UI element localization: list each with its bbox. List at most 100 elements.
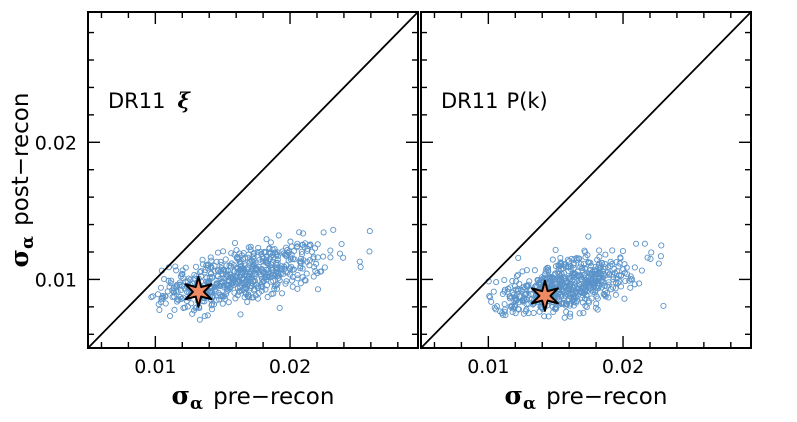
y-axis-label: σαpost−recon	[5, 93, 38, 268]
scatter-point	[258, 283, 265, 290]
scatter-point	[238, 269, 245, 276]
scatter-point	[546, 275, 554, 282]
scatter-point	[286, 248, 293, 255]
scatter-point	[168, 277, 175, 284]
scatter-point	[612, 291, 619, 298]
scatter-point	[300, 257, 307, 264]
scatter-point	[585, 233, 592, 240]
scatter-point	[523, 267, 530, 274]
scatter-point	[570, 261, 577, 269]
scatter-point	[574, 285, 581, 292]
scatter-point	[310, 255, 317, 262]
scatter-point	[310, 273, 317, 280]
scatter-point	[636, 280, 643, 287]
scatter-point	[600, 274, 607, 281]
scatter-point	[541, 313, 548, 320]
scatter-point	[528, 295, 536, 302]
scatter-point	[311, 245, 319, 252]
identity-line-pk	[421, 12, 751, 348]
scatter-point	[180, 275, 187, 282]
scatter-point	[159, 292, 166, 300]
scatter-point	[251, 271, 258, 278]
scatter-point	[207, 270, 215, 277]
scatter-point	[238, 252, 246, 259]
scatter-point	[600, 271, 607, 278]
scatter-point	[366, 228, 373, 235]
scatter-point	[647, 255, 654, 262]
scatter-point	[262, 249, 269, 256]
scatter-point	[516, 293, 523, 300]
scatter-point	[501, 308, 508, 315]
scatter-point	[263, 276, 270, 283]
scatter-point	[573, 289, 580, 296]
y-tick-label-0.01: 0.01	[35, 269, 77, 291]
scatter-point	[629, 276, 636, 283]
scatter-point	[610, 274, 617, 281]
scatter-point	[219, 300, 226, 307]
scatter-point	[196, 316, 203, 323]
scatter-point	[236, 258, 243, 265]
scatter-point	[214, 266, 221, 273]
scatter-point	[509, 308, 516, 316]
scatter-point	[255, 244, 262, 251]
scatter-point	[515, 254, 522, 262]
scatter-point	[601, 282, 608, 289]
scatter-point	[531, 267, 538, 274]
scatter-point	[490, 288, 497, 295]
scatter-point	[587, 262, 594, 269]
scatter-point	[552, 271, 559, 278]
scatter-point	[573, 297, 581, 304]
scatter-point	[176, 281, 183, 289]
scatter-point	[605, 281, 612, 288]
scatter-point	[263, 266, 270, 273]
scatter-point	[604, 283, 611, 290]
scatter-point	[621, 261, 628, 268]
scatter-point	[562, 301, 570, 308]
scatter-point	[217, 291, 224, 298]
scatter-point	[263, 282, 270, 289]
scatter-point	[617, 283, 625, 290]
scatter-point	[552, 305, 559, 313]
scatter-point	[570, 260, 577, 267]
scatter-point	[593, 293, 600, 300]
scatter-point	[576, 310, 583, 317]
scatter-point	[582, 302, 589, 309]
scatter-point	[207, 254, 214, 261]
scatter-point	[221, 266, 228, 273]
x-tick-label-left-0.02: 0.02	[269, 356, 311, 378]
scatter-point	[561, 314, 568, 321]
scatter-point	[304, 258, 311, 265]
scatter-point	[582, 266, 589, 273]
scatter-point	[612, 285, 619, 292]
scatter-point	[157, 284, 164, 291]
highlight-marker-xi	[184, 275, 213, 308]
scatter-point	[169, 287, 176, 294]
scatter-point	[641, 240, 648, 247]
scatter-point	[501, 301, 508, 308]
scatter-point	[287, 271, 294, 278]
scatter-point	[572, 280, 579, 287]
scatter-point	[320, 253, 327, 260]
scatter-point	[172, 263, 179, 270]
scatter-point	[593, 300, 600, 307]
scatter-point	[609, 284, 616, 291]
x-tick-label-right-0.02: 0.02	[602, 356, 644, 378]
scatter-point	[584, 251, 591, 259]
highlight-star-pk	[530, 279, 559, 312]
scatter-point	[298, 248, 305, 255]
highlight-marker-pk	[530, 279, 559, 312]
scatter-point	[215, 289, 222, 296]
scatter-point	[192, 263, 200, 270]
scatter-point	[318, 268, 325, 275]
tick-labels: 0.01 0.02 0.01 0.02 0.01 0.02	[35, 132, 645, 378]
scatter-point	[299, 274, 306, 281]
scatter-point	[228, 250, 235, 257]
scatter-point	[278, 290, 286, 297]
scatter-point	[515, 271, 522, 278]
scatter-point	[357, 263, 364, 271]
